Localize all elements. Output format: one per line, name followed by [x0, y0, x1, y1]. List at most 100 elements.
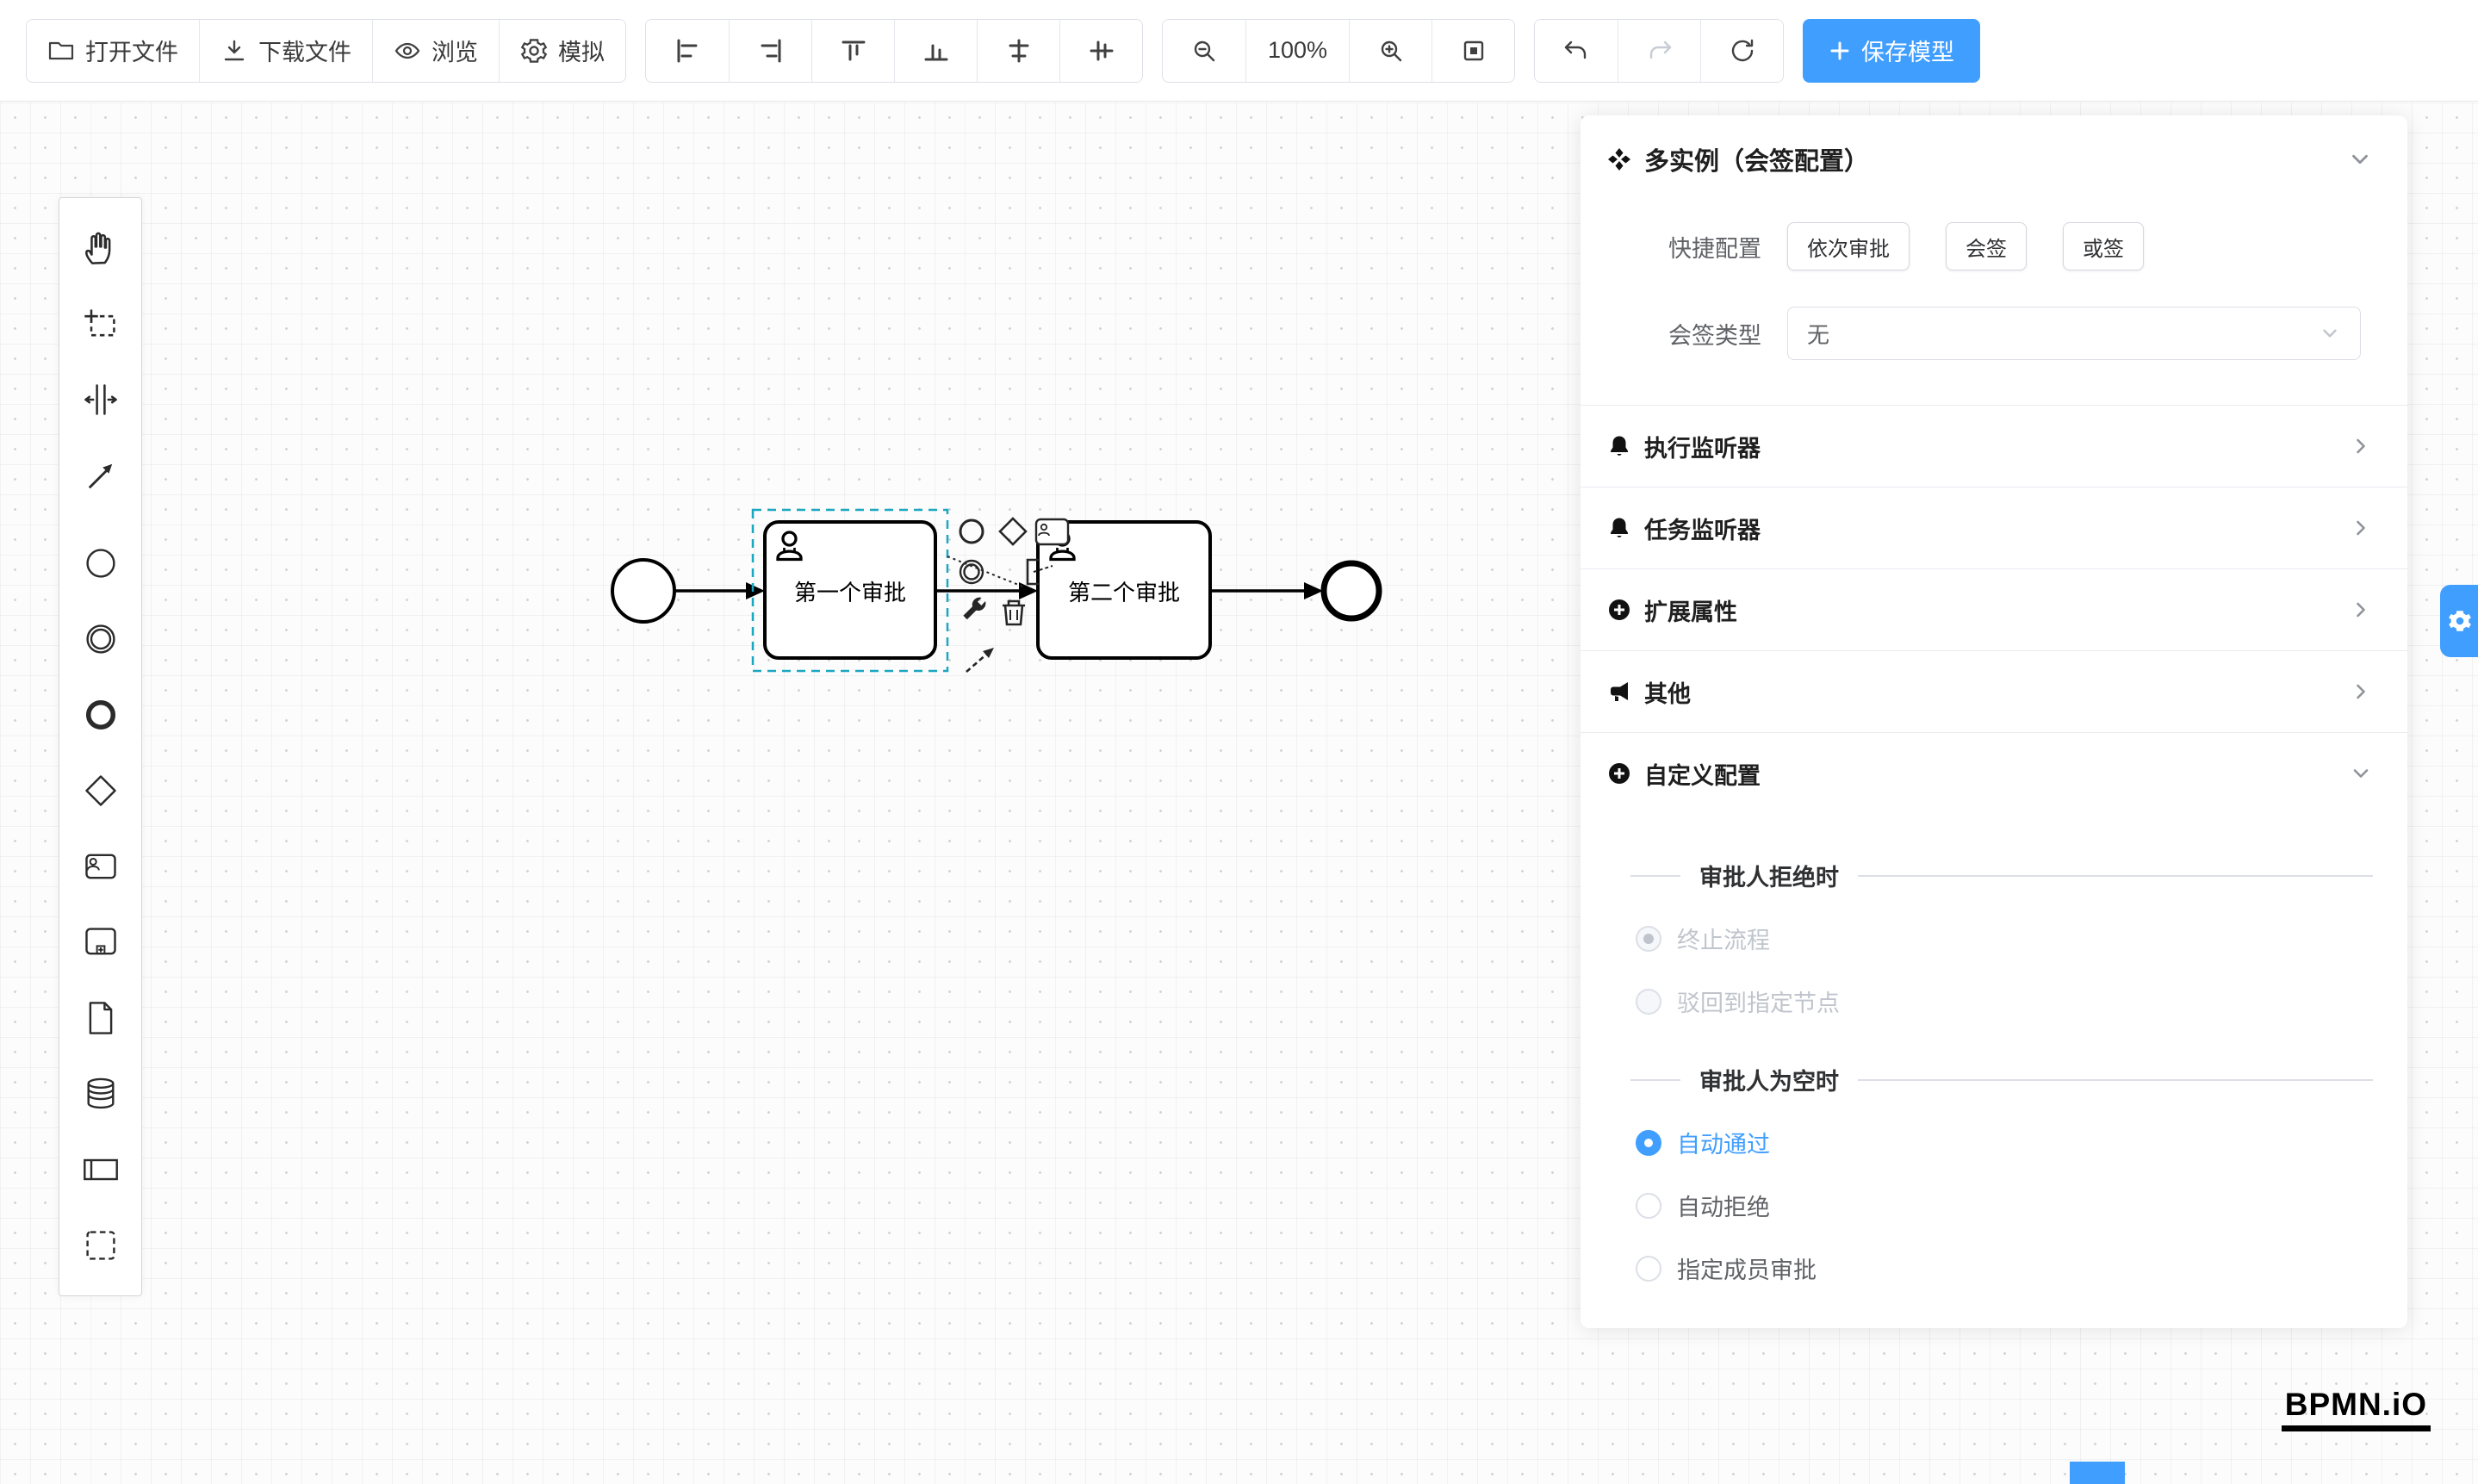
- preview-button[interactable]: 浏览: [372, 19, 499, 82]
- append-gateway-icon[interactable]: [998, 517, 1028, 546]
- gear-icon: [2447, 608, 2473, 634]
- download-file-button[interactable]: 下载文件: [199, 19, 372, 82]
- open-file-button[interactable]: 打开文件: [27, 19, 199, 82]
- bottom-blue-marker: [2070, 1462, 2125, 1484]
- multi-instance-section-header[interactable]: 多实例（会签配置）: [1581, 115, 2407, 186]
- radio-auto-reject[interactable]: 自动拒绝: [1636, 1189, 2407, 1222]
- create-end-event[interactable]: [66, 677, 135, 753]
- trash-icon[interactable]: [1003, 599, 1025, 626]
- section-custom-config[interactable]: 自定义配置: [1581, 732, 2407, 814]
- bell-icon: [1606, 433, 1632, 459]
- user-task-node-2[interactable]: 第二个审批: [1036, 520, 1212, 660]
- space-tool[interactable]: [66, 362, 135, 438]
- redo-icon: [1646, 37, 1674, 65]
- create-file[interactable]: [66, 980, 135, 1056]
- zoom-in-button[interactable]: [1349, 19, 1432, 82]
- association-preview: [947, 556, 1026, 588]
- multi-type-row: 会签类型 无: [1581, 307, 2407, 360]
- bell-icon: [1606, 515, 1632, 541]
- align-center-vertical-button[interactable]: [1059, 19, 1142, 82]
- create-datastore[interactable]: [66, 1056, 135, 1132]
- multi-type-select[interactable]: 无: [1787, 307, 2361, 360]
- settings-tab-button[interactable]: [2440, 585, 2478, 657]
- create-gateway[interactable]: [66, 753, 135, 829]
- end-event-node[interactable]: [1320, 560, 1382, 622]
- megaphone-icon: [1606, 679, 1632, 705]
- append-text-annotation-icon[interactable]: [1026, 558, 1053, 586]
- global-connect-tool[interactable]: [66, 438, 135, 513]
- create-call-activity[interactable]: [66, 904, 135, 980]
- align-bottom-button[interactable]: [894, 19, 977, 82]
- align-right-icon: [757, 37, 785, 65]
- quick-config-countersign-button[interactable]: 会签: [1946, 222, 2027, 270]
- create-group[interactable]: [66, 1208, 135, 1283]
- palette: [59, 197, 142, 1296]
- zoom-in-icon: [1377, 37, 1405, 65]
- section-label: 其他: [1644, 680, 1691, 707]
- section-extended-properties[interactable]: 扩展属性: [1581, 568, 2407, 650]
- wrench-icon[interactable]: [963, 597, 986, 620]
- bpmn-io-logo[interactable]: BPMN.iO: [2281, 1387, 2431, 1431]
- selection-outline: [751, 508, 949, 673]
- undo-button[interactable]: [1535, 19, 1618, 82]
- zoom-out-button[interactable]: [1163, 19, 1245, 82]
- create-participant-pool[interactable]: [66, 1132, 135, 1208]
- multi-type-value: 无: [1807, 321, 1830, 348]
- radio-assign-member[interactable]: 指定成员审批: [1636, 1251, 2407, 1285]
- lasso-tool[interactable]: [66, 286, 135, 362]
- save-model-button[interactable]: 保存模型: [1803, 18, 1980, 83]
- align-left-button[interactable]: [646, 19, 729, 82]
- reject-header-label: 审批人拒绝时: [1699, 865, 1839, 891]
- task-label: 第二个审批: [1068, 580, 1180, 605]
- append-end-event-icon[interactable]: [959, 518, 984, 544]
- undo-icon: [1562, 37, 1590, 65]
- task-label: 第一个审批: [794, 580, 906, 605]
- sequence-flow-1[interactable]: [674, 582, 765, 599]
- refresh-button[interactable]: [1700, 19, 1783, 82]
- align-right-button[interactable]: [729, 19, 811, 82]
- section-execution-listener[interactable]: 执行监听器: [1581, 405, 2407, 487]
- download-file-label: 下载文件: [258, 40, 351, 65]
- properties-panel: 多实例（会签配置） 快捷配置 依次审批 会签 或签 会签类型 无: [1581, 115, 2407, 1328]
- sequence-flow-2[interactable]: [935, 582, 1038, 599]
- chevron-right-icon: [2349, 434, 2373, 458]
- section-label: 扩展属性: [1644, 599, 1737, 625]
- panel-sections: 执行监听器 任务监听器 扩展属性: [1581, 405, 2407, 814]
- simulate-label: 模拟: [558, 40, 605, 65]
- multi-type-label: 会签类型: [1668, 322, 1761, 349]
- create-user-task[interactable]: [66, 829, 135, 904]
- align-top-icon: [840, 37, 867, 65]
- hand-tool[interactable]: [66, 210, 135, 286]
- radio-auto-pass[interactable]: 自动通过: [1636, 1126, 2407, 1159]
- radio-dot: [1636, 988, 1661, 1015]
- simulate-button[interactable]: 模拟: [499, 19, 625, 82]
- create-intermediate-event[interactable]: [66, 601, 135, 677]
- gear-icon: [520, 37, 548, 65]
- diagram-canvas[interactable]: 第一个审批 第二个审批: [0, 102, 2478, 1484]
- plus-circle-icon: [1606, 597, 1632, 623]
- zoom-out-icon: [1190, 37, 1218, 65]
- fit-viewport-button[interactable]: [1432, 19, 1514, 82]
- quick-config-orsign-button[interactable]: 或签: [2063, 222, 2144, 270]
- context-pad: [947, 517, 1070, 673]
- multi-instance-icon: [1606, 146, 1632, 172]
- radio-return-to-node[interactable]: 驳回到指定节点: [1636, 984, 2407, 1018]
- align-center-horizontal-button[interactable]: [977, 19, 1059, 82]
- section-task-listener[interactable]: 任务监听器: [1581, 487, 2407, 568]
- quick-config-sequential-button[interactable]: 依次审批: [1787, 222, 1910, 270]
- user-task-node-1[interactable]: 第一个审批: [763, 520, 937, 660]
- create-start-event[interactable]: [66, 525, 135, 601]
- radio-terminate-process[interactable]: 终止流程: [1636, 922, 2407, 955]
- append-user-task-icon[interactable]: [1034, 518, 1070, 546]
- align-top-button[interactable]: [811, 19, 894, 82]
- radio-dot: [1636, 1255, 1661, 1282]
- connect-tool-icon[interactable]: [966, 648, 994, 673]
- chevron-right-icon: [2349, 516, 2373, 540]
- chevron-right-icon: [2349, 680, 2373, 704]
- start-event-node[interactable]: [611, 558, 676, 624]
- zoom-level-display[interactable]: 100%: [1245, 19, 1349, 82]
- section-other[interactable]: 其他: [1581, 650, 2407, 732]
- redo-button[interactable]: [1618, 19, 1700, 82]
- sequence-flow-3[interactable]: [1210, 582, 1323, 599]
- append-intermediate-event-icon[interactable]: [959, 559, 984, 585]
